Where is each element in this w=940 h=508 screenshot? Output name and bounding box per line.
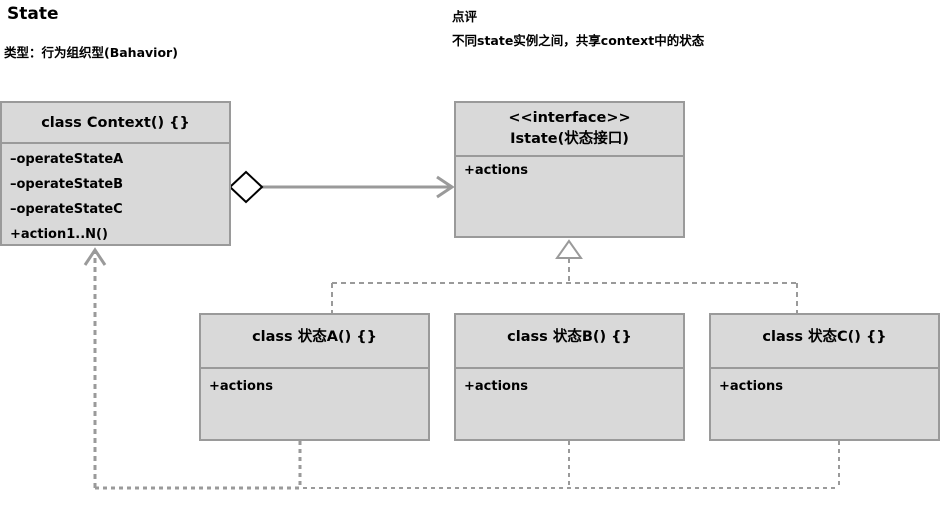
member-operate-state-a: –operateStateA — [10, 152, 124, 167]
note-title: 点评 — [452, 9, 478, 24]
state-c-members: +actions — [711, 369, 938, 405]
state-b-members: +actions — [456, 369, 683, 405]
member-actions: +actions — [464, 379, 528, 394]
state-c-class-box: class 状态C() {} +actions — [709, 313, 940, 441]
realization-triangle — [555, 239, 583, 259]
state-b-class-box: class 状态B() {} +actions — [454, 313, 685, 441]
interface-box: <<interface>> Istate(状态接口) +actions — [454, 101, 685, 238]
interface-name: Istate(状态接口) — [510, 131, 629, 147]
interface-stereotype: <<interface>> — [508, 110, 631, 126]
state-a-class-name: class 状态A() {} — [201, 315, 428, 369]
aggregation-arrowhead — [436, 175, 455, 199]
state-c-class-name: class 状态C() {} — [711, 315, 938, 369]
aggregation-diamond — [228, 170, 264, 204]
member-actions: +actions — [209, 379, 273, 394]
state-a-class-box: class 状态A() {} +actions — [199, 313, 430, 441]
state-a-members: +actions — [201, 369, 428, 405]
context-class-members: –operateStateA –operateStateB –operateSt… — [2, 144, 229, 250]
interface-members: +actions — [456, 157, 683, 185]
context-class-name: class Context() {} — [2, 103, 229, 144]
diagram-title: State — [7, 4, 59, 24]
member-action-range: +action1..N() — [10, 227, 108, 242]
context-class-box: class Context() {} –operateStateA –opera… — [0, 101, 231, 246]
interface-header: <<interface>> Istate(状态接口) — [456, 103, 683, 157]
member-actions: +actions — [464, 163, 528, 178]
note-text: 不同state实例之间，共享context中的状态 — [452, 33, 705, 48]
member-actions: +actions — [719, 379, 783, 394]
state-b-class-name: class 状态B() {} — [456, 315, 683, 369]
member-operate-state-b: –operateStateB — [10, 177, 124, 192]
diagram-subtitle: 类型：行为组织型(Bahavior) — [4, 45, 178, 60]
dependency-arrowhead — [83, 247, 107, 266]
member-operate-state-c: –operateStateC — [10, 202, 123, 217]
